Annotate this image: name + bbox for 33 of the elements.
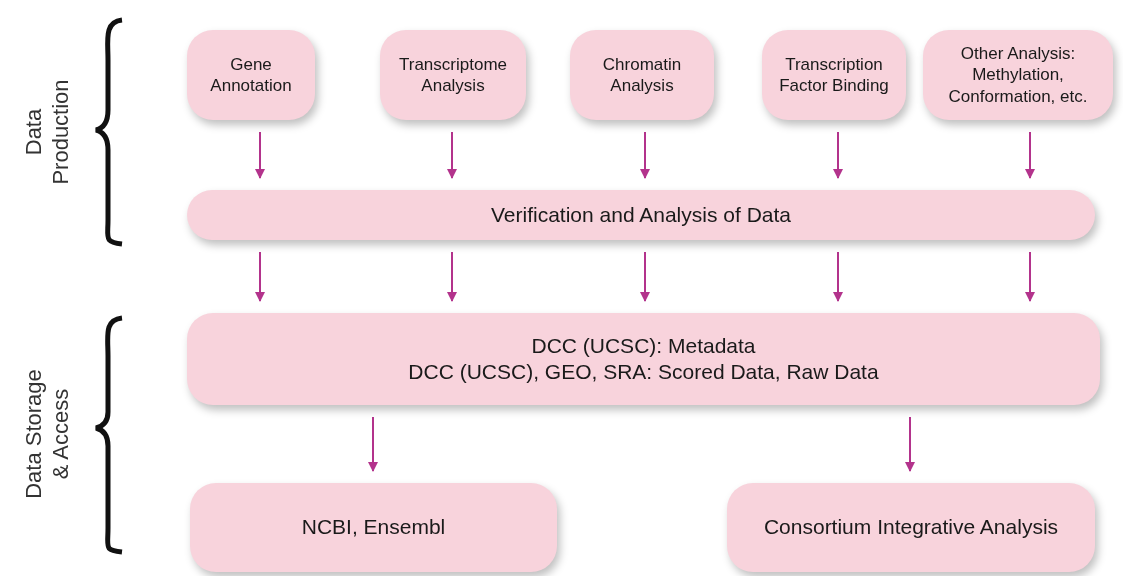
box-text: Transcriptome Analysis [398,53,508,97]
process-box [187,190,1095,240]
arrow [640,131,650,179]
box-text: Chromatin Analysis [601,53,683,97]
arrow [1025,131,1035,179]
section-label: Data Production [19,78,74,187]
process-box [727,483,1095,572]
box-text: DCC (UCSC), GEO, SRA: Scored Data, Raw Data [408,359,879,385]
arrow [640,251,650,302]
process-box [570,30,714,120]
box-text: Verification and Analysis of Data [491,201,791,228]
arrow [1025,251,1035,302]
process-box [187,30,315,120]
arrow [447,251,457,302]
arrow [905,416,915,472]
box-text: DCC (UCSC): Metadata [531,332,756,359]
arrow [368,416,378,472]
arrow [833,251,843,302]
process-box [187,313,1100,405]
section-label: Data Storage & Access [19,368,74,501]
box-text: Gene Annotation [209,53,293,97]
box-text: Transcription Factor Binding [778,53,890,97]
arrow [833,131,843,179]
arrow [447,131,457,179]
box-text: NCBI, Ensembl [301,514,446,541]
process-box [762,30,906,120]
box-text: Other Analysis: Methylation, Conformation, etc. [947,43,1089,107]
process-box [923,30,1113,120]
arrow [255,251,265,302]
box-text: Consortium Integrative Analysis [763,514,1059,541]
arrow [255,131,265,179]
process-box [190,483,557,572]
process-box [380,30,526,120]
